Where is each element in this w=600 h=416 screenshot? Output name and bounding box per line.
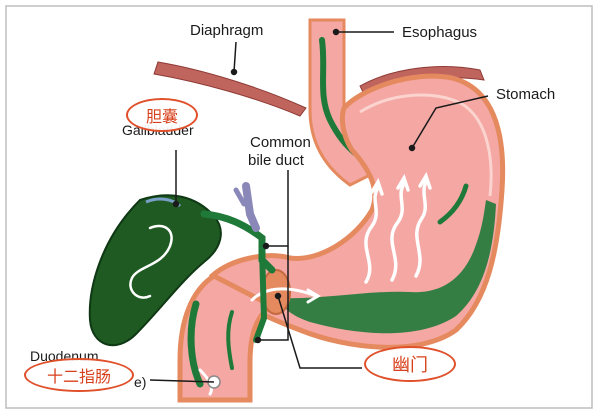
diagram-frame bbox=[5, 5, 593, 409]
hepatic-duct-branch bbox=[233, 187, 247, 207]
pylorus-annotation-text: 幽门 bbox=[392, 355, 428, 376]
duodenum-annotation-text: 十二指肠 bbox=[46, 367, 111, 386]
pylorus-annotation: 幽门 bbox=[364, 346, 456, 382]
stomach-label: Stomach bbox=[496, 86, 556, 103]
pylorus-arrow bbox=[250, 287, 318, 302]
gallbladder-annotation: 胆囊 bbox=[126, 98, 198, 132]
stomach-bile-streak bbox=[437, 183, 469, 225]
leader-lines bbox=[149, 28, 489, 383]
gallbladder bbox=[88, 194, 222, 347]
gallbladder-annotation-text: 胆囊 bbox=[145, 107, 178, 126]
duodenum-bile-stream-2 bbox=[226, 310, 234, 370]
duodenum-label-suffix: e) bbox=[134, 374, 147, 390]
common-bile-duct bbox=[253, 247, 268, 343]
cystic-duct bbox=[200, 210, 276, 274]
gallbladder-arrow bbox=[129, 224, 173, 299]
diaphragm-left bbox=[153, 61, 307, 117]
diaphragm-label: Diaphragm bbox=[190, 22, 264, 39]
common-bile-duct-label-line1: Common bbox=[250, 134, 311, 151]
pylorus-arrow-head bbox=[306, 288, 321, 304]
hepatic-duct bbox=[242, 182, 260, 232]
stomach-bile-pool bbox=[280, 200, 496, 334]
duodenum-annotation: 十二指肠 bbox=[24, 358, 134, 392]
stomach-inner-highlight bbox=[359, 93, 493, 197]
esophagus-label: Esophagus bbox=[402, 24, 478, 41]
duodenum-bile-stream bbox=[187, 300, 204, 388]
common-bile-duct-label-line2: bile duct bbox=[248, 152, 304, 169]
reflux-arrows bbox=[348, 171, 432, 284]
